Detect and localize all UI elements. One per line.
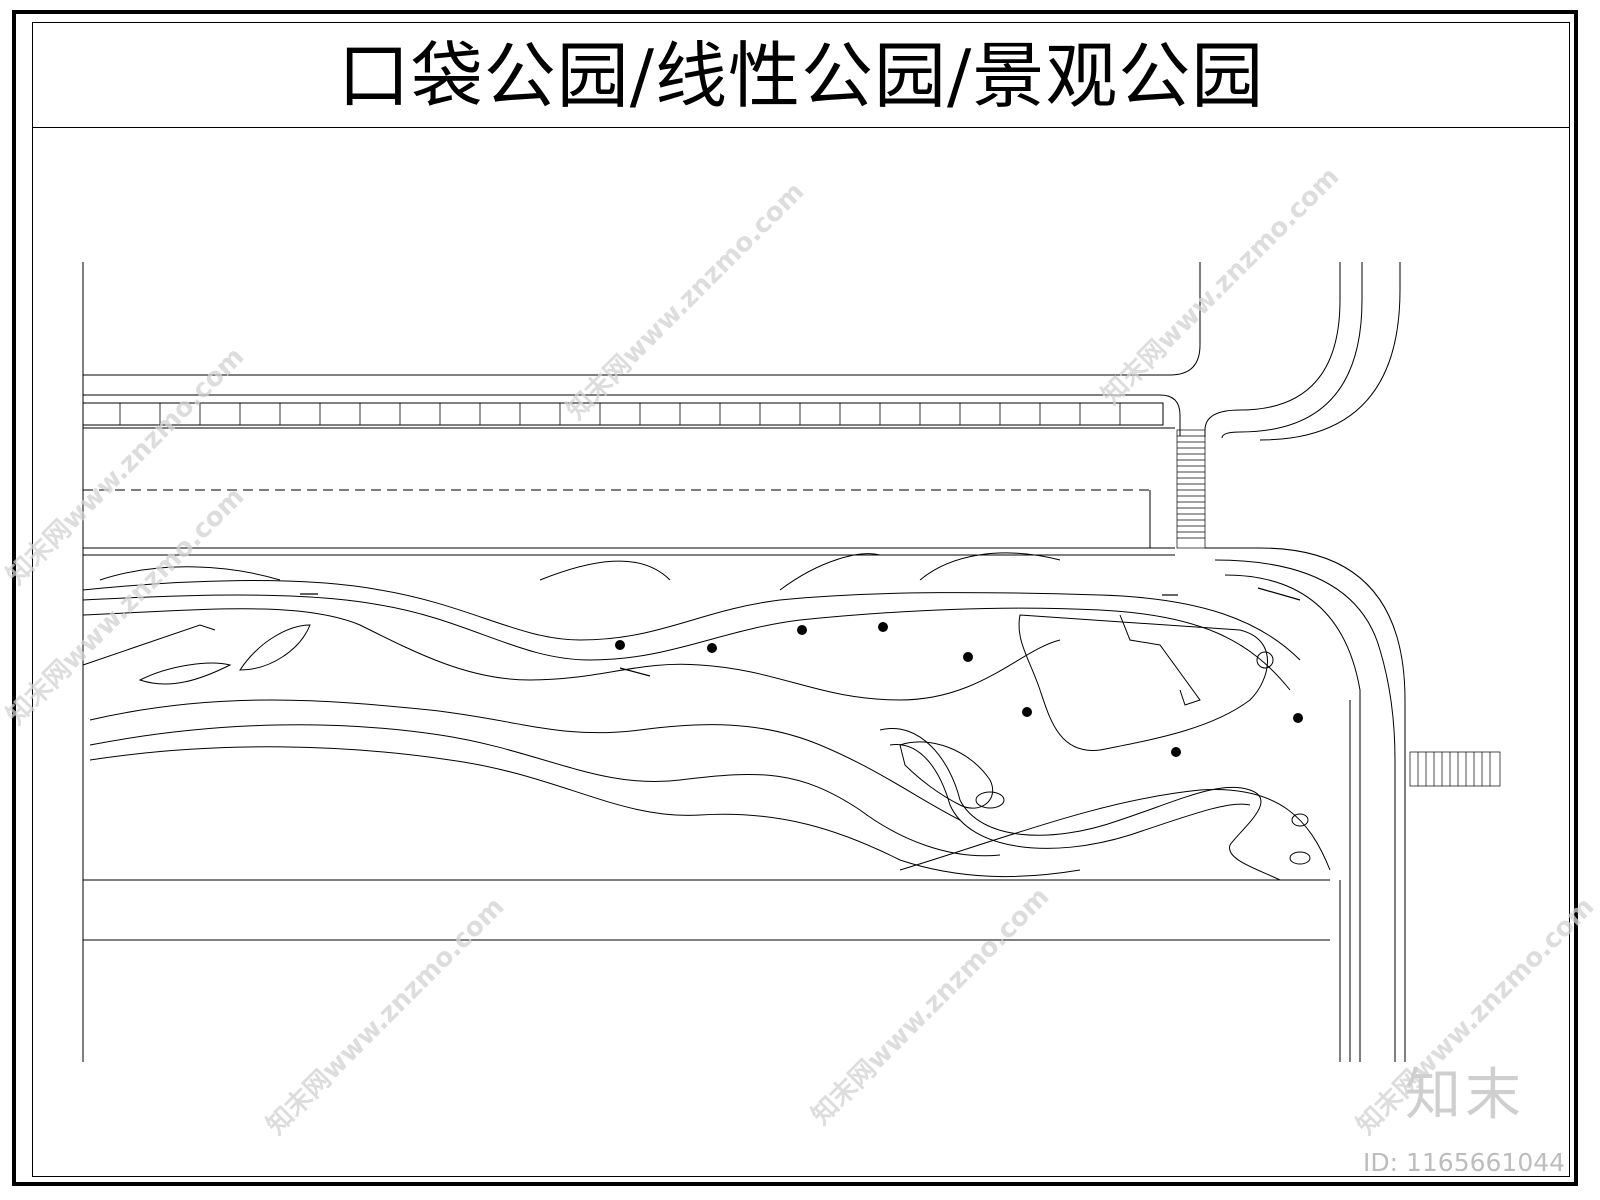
- tree-5: [963, 652, 973, 662]
- drawing-title: 口袋公园/线性公园/景观公园: [337, 34, 1265, 118]
- north-road-edge-2: [83, 394, 1181, 436]
- tree-7: [1171, 747, 1181, 757]
- plaza-feature: [1256, 651, 1274, 669]
- tree-markers: [615, 622, 1303, 757]
- promenade-outer: [879, 728, 1281, 881]
- play-element-2: [1291, 813, 1309, 827]
- park-main-path-1: [82, 580, 1301, 661]
- drawing-border-inner: [32, 22, 1570, 1177]
- park-main-path-2: [82, 594, 1291, 691]
- bench-markers: [300, 587, 1301, 677]
- drawing-id: ID: 1165661044: [1363, 1148, 1566, 1177]
- tree-8: [1293, 713, 1303, 723]
- promenade-inner: [889, 743, 1251, 849]
- brand-logo: 知末: [1405, 1063, 1525, 1128]
- park-lower-curve: [899, 789, 1331, 871]
- park-path-6: [89, 746, 1081, 878]
- tree-6: [1022, 707, 1032, 717]
- park-path-5: [89, 724, 1001, 857]
- play-element-1: [975, 791, 1005, 809]
- park-lawn-4: [919, 552, 1061, 581]
- north-road-edge: [83, 262, 1201, 376]
- crosswalk-east: [1409, 751, 1501, 787]
- tree-3: [797, 625, 807, 635]
- park-lawn-2: [539, 560, 671, 581]
- park-lawn-1: [99, 566, 281, 581]
- corner-road-curve: [1204, 262, 1341, 437]
- park-leaf-3: [82, 624, 216, 666]
- plaza-triangle: [1018, 614, 1268, 751]
- title-block: 口袋公园/线性公园/景观公园: [32, 22, 1570, 128]
- east-road-inner-2: [1224, 574, 1361, 1062]
- play-element-3: [1289, 851, 1311, 865]
- park-path-4: [89, 699, 961, 821]
- parking-stall-lines: [119, 403, 1121, 425]
- east-road-inner: [1214, 559, 1396, 1062]
- parking-strip: [82, 402, 1164, 426]
- park-path-3: [82, 608, 1061, 701]
- park-leaf-2: [239, 624, 311, 671]
- tree-2: [707, 643, 717, 653]
- tree-4: [878, 622, 888, 632]
- east-road-outer: [1205, 547, 1406, 1062]
- corner-road-curve-2: [1221, 262, 1363, 439]
- corner-road-curve-3: [1259, 262, 1401, 441]
- play-area-outline: [899, 741, 994, 809]
- drawing-border-outer: [12, 10, 1578, 1186]
- park-leaf-1: [138, 662, 232, 685]
- tree-1: [615, 640, 625, 650]
- park-lawn-3: [779, 553, 881, 591]
- plaza-triangle-inner: [1119, 614, 1201, 706]
- crosswalk-north: [1176, 429, 1206, 549]
